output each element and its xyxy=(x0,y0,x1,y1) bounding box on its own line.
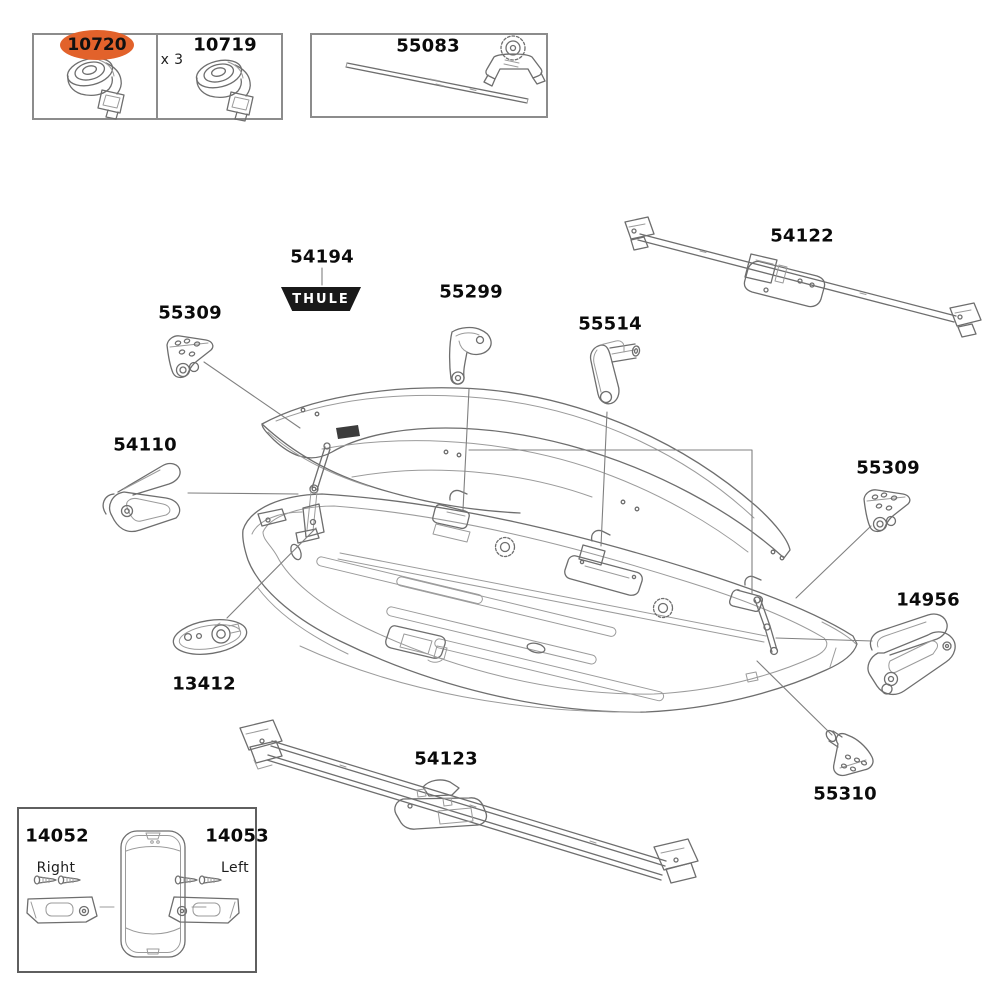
lock-panel-illustration xyxy=(26,830,240,958)
part-label-10720-highlighted[interactable]: 10720 xyxy=(60,30,134,60)
part-label-55309-left[interactable]: 55309 xyxy=(158,302,222,324)
part-55309-right-drawing xyxy=(863,489,911,533)
side-label-left: Left xyxy=(221,860,249,876)
part-label-55299[interactable]: 55299 xyxy=(439,281,503,303)
thule-logo-sticker: THULE xyxy=(281,287,361,311)
part-54122-bar-drawing xyxy=(624,216,982,338)
part-14956-drawing xyxy=(867,613,956,696)
part-label-54194[interactable]: 54194 xyxy=(290,246,354,268)
quantity-label-x3: x 3 xyxy=(160,52,184,68)
part-55514-drawing xyxy=(589,340,641,405)
strap-roll-10719-illustration xyxy=(192,55,254,122)
part-54123-bar-drawing xyxy=(239,719,699,884)
lid-strut-drawing xyxy=(295,442,779,656)
part-label-14052[interactable]: 14052 xyxy=(25,825,89,847)
part-label-54123[interactable]: 54123 xyxy=(414,748,478,770)
side-label-right: Right xyxy=(36,860,76,876)
part-label-55309-right[interactable]: 55309 xyxy=(856,457,920,479)
callout-leader-lines xyxy=(187,267,873,736)
part-label-55310[interactable]: 55310 xyxy=(813,783,877,805)
internal-brackets-drawing xyxy=(432,489,764,613)
part-55310-drawing xyxy=(825,729,874,777)
strap-roll-10720-illustration xyxy=(63,53,125,120)
part-label-54110[interactable]: 54110 xyxy=(113,434,177,456)
part-label-14053[interactable]: 14053 xyxy=(205,825,269,847)
part-label-13412[interactable]: 13412 xyxy=(172,673,236,695)
part-54110-drawing xyxy=(102,462,181,533)
panel-locks xyxy=(17,807,257,973)
part-label-55514[interactable]: 55514 xyxy=(578,313,642,335)
part-label-10719[interactable]: 10719 xyxy=(193,34,257,56)
part-55299-drawing xyxy=(448,326,492,385)
roofbox-base-drawing xyxy=(242,493,858,713)
panel-rod-kit xyxy=(310,33,548,118)
panel-strap-multi xyxy=(156,33,283,120)
rod-kit-illustration xyxy=(345,35,546,104)
part-label-55083[interactable]: 55083 xyxy=(396,35,460,57)
part-label-14956[interactable]: 14956 xyxy=(896,589,960,611)
part-55309-left-drawing xyxy=(166,335,214,379)
roofbox-lid-drawing xyxy=(261,387,791,561)
part-13412-drawing xyxy=(172,619,248,655)
part-label-54122[interactable]: 54122 xyxy=(770,225,834,247)
